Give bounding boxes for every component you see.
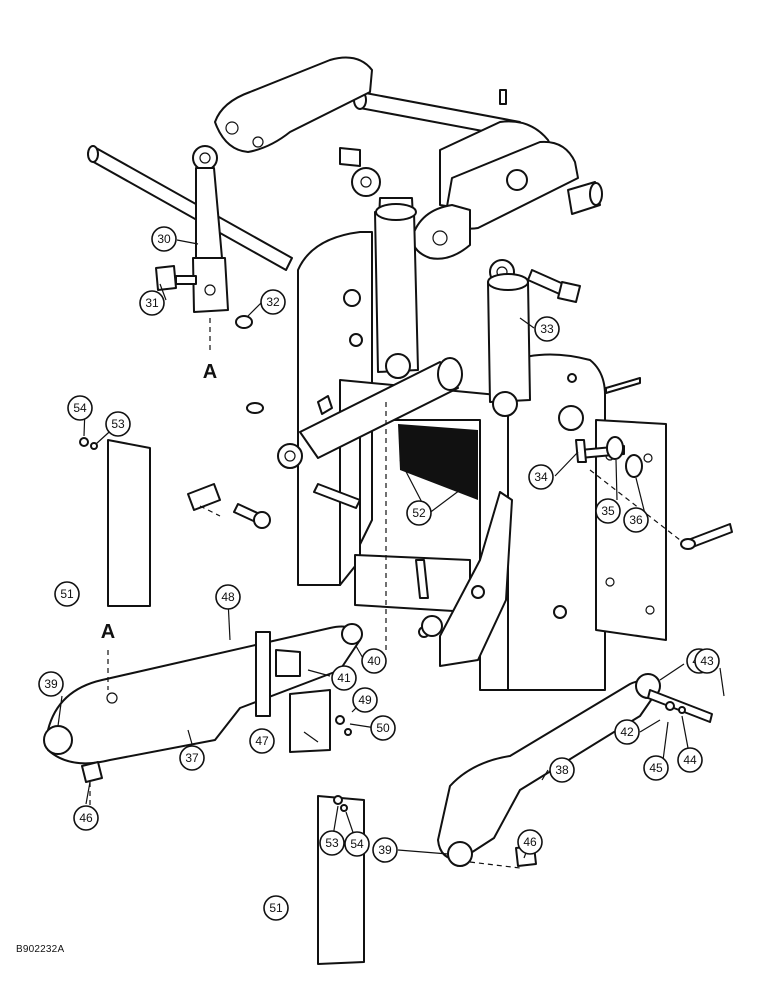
callout-53-upper: 53 [105,411,131,437]
callout-54-upper: 54 [67,395,93,421]
svg-text:49: 49 [358,693,372,707]
callout-43: 43 [694,648,720,674]
callout-51-lower: 51 [263,895,289,921]
callout-50: 50 [370,715,396,741]
callout-47: 47 [249,728,275,754]
callout-32: 32 [260,289,286,315]
svg-text:53: 53 [325,836,339,850]
svg-text:35: 35 [601,504,615,518]
callout-33: 33 [534,316,560,342]
callout-30: 30 [151,226,177,252]
svg-text:46: 46 [523,835,537,849]
svg-text:43: 43 [700,654,714,668]
svg-text:45: 45 [649,761,663,775]
alignment-line [469,861,521,869]
svg-text:38: 38 [555,763,569,777]
callout-39-right: 39 [372,837,398,863]
svg-text:54: 54 [350,837,364,851]
svg-text:47: 47 [255,734,269,748]
callout-41: 41 [331,665,357,691]
svg-text:44: 44 [683,753,697,767]
svg-text:30: 30 [157,232,171,246]
hardware [187,147,733,638]
view-mark-lower: A [101,621,115,643]
alignment-line [589,469,681,541]
lift-rod [155,145,253,329]
callout-35: 35 [595,498,621,524]
callout-31: 31 [139,290,165,316]
callout-46-left: 46 [73,805,99,831]
rockshaft-assembly [214,56,603,260]
callout-38: 38 [549,757,575,783]
callout-51-upper: 51 [54,581,80,607]
svg-text:32: 32 [266,295,280,309]
callout-54-lower: 54 [344,831,370,857]
pivot-pin [87,145,293,271]
svg-text:54: 54 [73,401,87,415]
callout-45: 45 [643,755,669,781]
callout-48: 48 [215,584,241,610]
svg-text:46: 46 [79,811,93,825]
svg-text:31: 31 [145,296,159,310]
callout-36: 36 [623,507,649,533]
callout-46-right: 46 [517,829,543,855]
svg-text:50: 50 [376,721,390,735]
view-mark-upper: A [203,361,217,383]
callout-53-lower: 53 [319,830,345,856]
alignment-line [199,505,221,517]
svg-text:51: 51 [60,587,74,601]
svg-text:41: 41 [337,671,351,685]
svg-text:33: 33 [540,322,554,336]
callout-44: 44 [677,747,703,773]
svg-text:51: 51 [269,901,283,915]
svg-text:34: 34 [534,470,548,484]
callout-52: 52 [406,500,432,526]
svg-text:36: 36 [629,513,643,527]
svg-text:39: 39 [378,843,392,857]
svg-text:48: 48 [221,590,235,604]
lower-link-right [437,673,713,867]
support-bracket [421,491,513,667]
svg-text:53: 53 [111,417,125,431]
callout-42: 42 [614,719,640,745]
callout-49: 49 [352,687,378,713]
lift-cylinders [246,167,531,469]
callout-34: 34 [528,464,554,490]
svg-text:52: 52 [412,506,426,520]
callout-40-left: 40 [361,648,387,674]
svg-text:42: 42 [620,725,634,739]
svg-text:40: 40 [367,654,381,668]
callout-39-left: 39 [38,671,64,697]
callout-37: 37 [179,745,205,771]
drawing-code: B902232A [16,944,65,955]
svg-text:37: 37 [185,751,199,765]
svg-text:39: 39 [44,677,58,691]
